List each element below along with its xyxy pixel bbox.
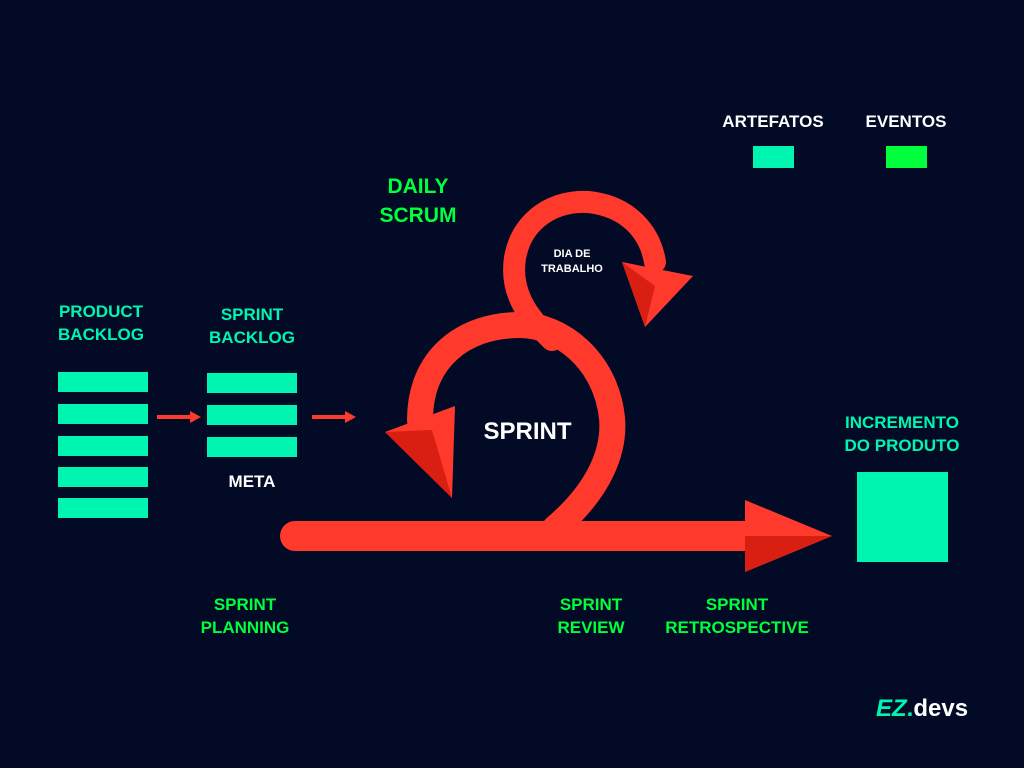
sprint-planning-line2: PLANNING	[200, 618, 290, 637]
sprint-planning-line1: SPRINT	[213, 595, 277, 614]
sprint-backlog-line1: SPRINT	[220, 305, 284, 324]
daily-scrum-label: DAILY SCRUM	[360, 172, 476, 230]
backlog-arrow-1	[157, 411, 201, 423]
product-backlog-item	[58, 467, 148, 487]
sprint-review-label: SPRINT REVIEW	[540, 593, 642, 639]
sprint-review-line2: REVIEW	[557, 618, 625, 637]
logo-dot: .	[906, 695, 914, 722]
sprint-backlog-item	[207, 437, 297, 457]
legend-eventos-swatch	[886, 146, 927, 168]
sprint-retrospective-label: SPRINT RETROSPECTIVE	[660, 593, 814, 639]
daily-scrum-line1: DAILY	[387, 175, 449, 198]
incremento-label: INCREMENTO DO PRODUTO	[826, 411, 978, 457]
dia-de-trabalho-line2: TRABALHO	[541, 263, 603, 275]
product-backlog-item	[58, 436, 148, 456]
sprint-label: SPRINT	[483, 418, 572, 445]
product-backlog-item	[58, 498, 148, 518]
legend-artefatos-label: ARTEFATOS	[722, 112, 824, 131]
legend-eventos-label: EVENTOS	[865, 112, 947, 131]
sprint-backlog-item	[207, 405, 297, 425]
main-sprint-arrow	[280, 500, 832, 572]
daily-scrum-loop-arrow	[503, 190, 693, 351]
incremento-line2: DO PRODUTO	[844, 436, 960, 455]
product-backlog-line2: BACKLOG	[58, 325, 144, 344]
daily-scrum-line2: SCRUM	[379, 204, 457, 227]
sprint-retrospective-line2: RETROSPECTIVE	[665, 618, 809, 637]
dia-de-trabalho-label: DIA DE TRABALHO	[531, 247, 613, 277]
sprint-review-line1: SPRINT	[559, 595, 623, 614]
sprint-planning-label: SPRINT PLANNING	[180, 593, 310, 639]
backlog-arrow-2	[312, 411, 356, 423]
logo-mark: EZ	[876, 695, 907, 722]
sprint-loop-arrow	[385, 311, 626, 541]
legend-artefatos-swatch	[753, 146, 794, 168]
product-backlog-item	[58, 372, 148, 392]
product-backlog-item	[58, 404, 148, 424]
meta-label: META	[228, 472, 276, 491]
logo-text: devs	[913, 695, 969, 722]
product-backlog-label: PRODUCT BACKLOG	[42, 300, 160, 346]
incremento-line1: INCREMENTO	[845, 413, 959, 432]
incremento-box	[857, 472, 948, 562]
product-backlog-line1: PRODUCT	[58, 302, 144, 321]
sprint-retrospective-line1: SPRINT	[705, 595, 769, 614]
ezdevs-logo: EZ.devs	[876, 692, 976, 726]
sprint-backlog-item	[207, 373, 297, 393]
dia-de-trabalho-line1: DIA DE	[553, 248, 591, 260]
sprint-backlog-label: SPRINT BACKLOG	[196, 303, 308, 349]
sprint-backlog-line2: BACKLOG	[209, 328, 295, 347]
